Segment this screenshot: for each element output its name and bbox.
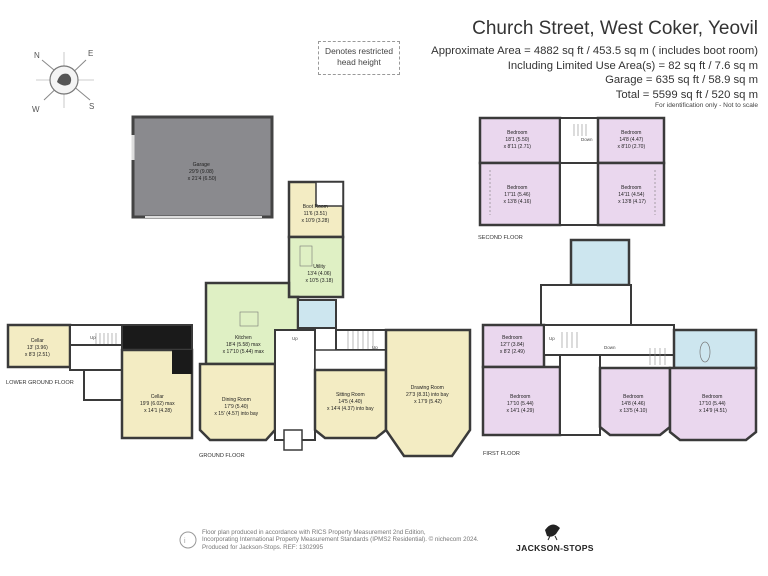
cellar-small-dim1: 13' (3.96) bbox=[27, 345, 48, 351]
area-approx: Approximate Area = 4882 sq ft / 453.5 sq… bbox=[431, 45, 758, 57]
ground-floor-label: GROUND FLOOR bbox=[199, 453, 245, 459]
sf-bed-tr-label: Bedroom bbox=[621, 130, 641, 136]
drawing-room-dim2: x 17'9 (5.42) bbox=[414, 399, 442, 405]
sitting-room-label: Sitting Room bbox=[336, 392, 365, 398]
gf-stairs-up: Up bbox=[292, 336, 298, 341]
ff-stairs-down: Down bbox=[604, 345, 616, 350]
garage-dim2: x 21'4 (6.50) bbox=[188, 176, 217, 182]
gf-stairs-up-2: Up bbox=[372, 345, 378, 350]
lgf-stairs-up: Up bbox=[90, 335, 96, 340]
first-floor-label: FIRST FLOOR bbox=[483, 451, 520, 457]
sf-stairs-down: Down bbox=[581, 137, 593, 142]
utility-dim1: 13'4 (4.06) bbox=[307, 271, 331, 277]
kitchen-dim2: x 17'10 (5.44) max bbox=[223, 349, 265, 355]
jackson-stops-logo-icon bbox=[545, 524, 560, 541]
ff-bed-small-dim1: 12'7 (3.84) bbox=[500, 342, 524, 348]
compass-e: E bbox=[88, 49, 93, 58]
svg-text:Bedroom 18'1 (5.50): Bedroom 18'1 (5.50) x 8'11 (2.71) Bedroo… bbox=[503, 130, 646, 205]
sf-bed-br-label: Bedroom bbox=[621, 185, 641, 191]
ff-stairs-up: Up bbox=[549, 336, 555, 341]
garage: Garage 29'9 (9.08) x 21'4 (6.50) bbox=[131, 115, 274, 219]
drawing-room-label: Drawing Room bbox=[411, 385, 444, 391]
sf-bed-bl-dim2: x 13'8 (4.16) bbox=[503, 199, 531, 205]
jackson-stops-brand: JACKSON-STOPS bbox=[516, 543, 594, 553]
footer-line-3: Produced for Jackson-Stops. REF: 1302995 bbox=[202, 543, 324, 551]
boot-room-label: Boot Room bbox=[303, 204, 328, 210]
ff-bed-1-label: Bedroom bbox=[510, 394, 530, 400]
ff-bed-1-dim2: x 14'1 (4.29) bbox=[506, 408, 534, 414]
sf-bed-tl-dim2: x 8'11 (2.71) bbox=[504, 144, 532, 150]
ff-bed-2-label: Bedroom bbox=[623, 394, 643, 400]
ff-bed-3-label: Bedroom bbox=[702, 394, 722, 400]
ff-bed-2-dim1: 14'8 (4.46) bbox=[621, 401, 645, 407]
svg-text:Boot Room 11'6 (3.51): Boot Room 11'6 (3.51) x 10'9 (3.28) Util… bbox=[214, 204, 450, 417]
ff-bed-3-dim1: 17'10 (5.44) bbox=[699, 401, 726, 407]
sf-bed-br-dim2: x 13'8 (4.17) bbox=[618, 199, 646, 205]
sf-bed-br-dim1: 14'11 (4.54) bbox=[618, 192, 644, 198]
ff-bed-small-dim2: x 8'2 (2.49) bbox=[500, 349, 525, 355]
sf-bed-tl-dim1: 18'1 (5.50) bbox=[505, 137, 529, 143]
svg-text:Garage 29'9 (9.08): Garage 29'9 (9.08) x 21'4 (6.50) bbox=[188, 162, 217, 182]
footer-line-1: Floor plan produced in accordance with R… bbox=[202, 529, 426, 536]
utility-dim2: x 10'5 (3.18) bbox=[305, 278, 333, 284]
second-floor-label: SECOND FLOOR bbox=[478, 235, 523, 241]
page-title: Church Street, West Coker, Yeovil bbox=[472, 18, 758, 39]
sf-bed-tr-dim1: 14'8 (4.47) bbox=[619, 137, 643, 143]
compass-s: S bbox=[89, 102, 94, 111]
garage-dim1: 29'9 (9.08) bbox=[189, 169, 214, 175]
identification-note: For identification only - Not to scale bbox=[655, 102, 758, 109]
garage-label: Garage bbox=[193, 162, 210, 168]
svg-text:Cellar 13' (3.96): Cellar 13' (3.96) x 8'3 (2.51) Cellar 19… bbox=[25, 338, 176, 414]
kitchen-dim1: 18'4 (5.58) max bbox=[226, 342, 261, 348]
lower-ground-floor-label: LOWER GROUND FLOOR bbox=[6, 380, 74, 386]
sitting-room-dim2: x 14'4 (4.37) into bay bbox=[327, 406, 374, 412]
area-total: Total = 5599 sq ft / 520 sq m bbox=[615, 88, 758, 101]
ground-floor: Boot Room 11'6 (3.51) x 10'9 (3.28) Util… bbox=[198, 180, 472, 459]
footer-line-2: Incorporating International Property Mea… bbox=[202, 536, 479, 544]
boot-room-dim2: x 10'9 (3.28) bbox=[301, 218, 329, 224]
ff-bed-1-dim1: 17'10 (5.44) bbox=[507, 401, 534, 407]
sf-bed-bl-dim1: 17'11 (5.46) bbox=[504, 192, 530, 198]
area-garage: Garage = 635 sq ft / 58.9 sq m bbox=[605, 74, 758, 87]
cellar-small-label: Cellar bbox=[31, 338, 44, 344]
restricted-head-height-legend: Denotes restricted head height bbox=[318, 41, 400, 75]
svg-text:i: i bbox=[184, 538, 186, 545]
ff-bed-3-dim2: x 14'9 (4.51) bbox=[699, 408, 727, 414]
second-floor: Bedroom 18'1 (5.50) x 8'11 (2.71) Bedroo… bbox=[478, 116, 666, 241]
first-floor: Bedroom 12'7 (3.84) x 8'2 (2.49) Bedroom… bbox=[481, 238, 758, 457]
legend-line-1: Denotes restricted bbox=[325, 46, 393, 56]
compass-w: W bbox=[32, 105, 40, 114]
ff-bed-small-label: Bedroom bbox=[502, 335, 522, 341]
utility-label: Utility bbox=[313, 264, 326, 270]
cellar-small-dim2: x 8'3 (2.51) bbox=[25, 352, 50, 358]
compass-n: N bbox=[34, 51, 40, 60]
ff-bed-2-dim2: x 13'5 (4.10) bbox=[619, 408, 647, 414]
area-limited-use: Including Limited Use Area(s) = 82 sq ft… bbox=[507, 59, 758, 72]
compass-icon: N E S W bbox=[32, 49, 94, 114]
cellar-large-dim2: x 14'1 (4.28) bbox=[144, 408, 172, 414]
dining-room-dim1: 17'9 (5.40) bbox=[224, 404, 248, 410]
drawing-room-dim1: 27'3 (8.31) into bay bbox=[406, 392, 449, 398]
kitchen-label: Kitchen bbox=[235, 335, 252, 341]
sf-bed-tl-label: Bedroom bbox=[507, 130, 527, 136]
rics-logo-icon: i bbox=[179, 531, 197, 549]
legend-line-2: head height bbox=[337, 57, 381, 67]
sf-bed-tr-dim2: x 8'10 (2.70) bbox=[617, 144, 645, 150]
lower-ground-floor: Cellar 13' (3.96) x 8'3 (2.51) Cellar 19… bbox=[6, 323, 194, 440]
cellar-large-label: Cellar bbox=[151, 394, 164, 400]
dining-room-label: Dining Room bbox=[222, 397, 251, 403]
cellar-large-dim1: 19'9 (6.02) max bbox=[140, 401, 175, 407]
sitting-room-dim1: 14'5 (4.40) bbox=[338, 399, 362, 405]
sf-bed-bl-label: Bedroom bbox=[507, 185, 527, 191]
svg-text:Bedroom 12'7 (3.84): Bedroom 12'7 (3.84) x 8'2 (2.49) Bedroom… bbox=[500, 335, 727, 414]
dining-room-dim2: x 15' (4.57) into bay bbox=[214, 411, 258, 417]
boot-room-dim1: 11'6 (3.51) bbox=[304, 211, 328, 217]
